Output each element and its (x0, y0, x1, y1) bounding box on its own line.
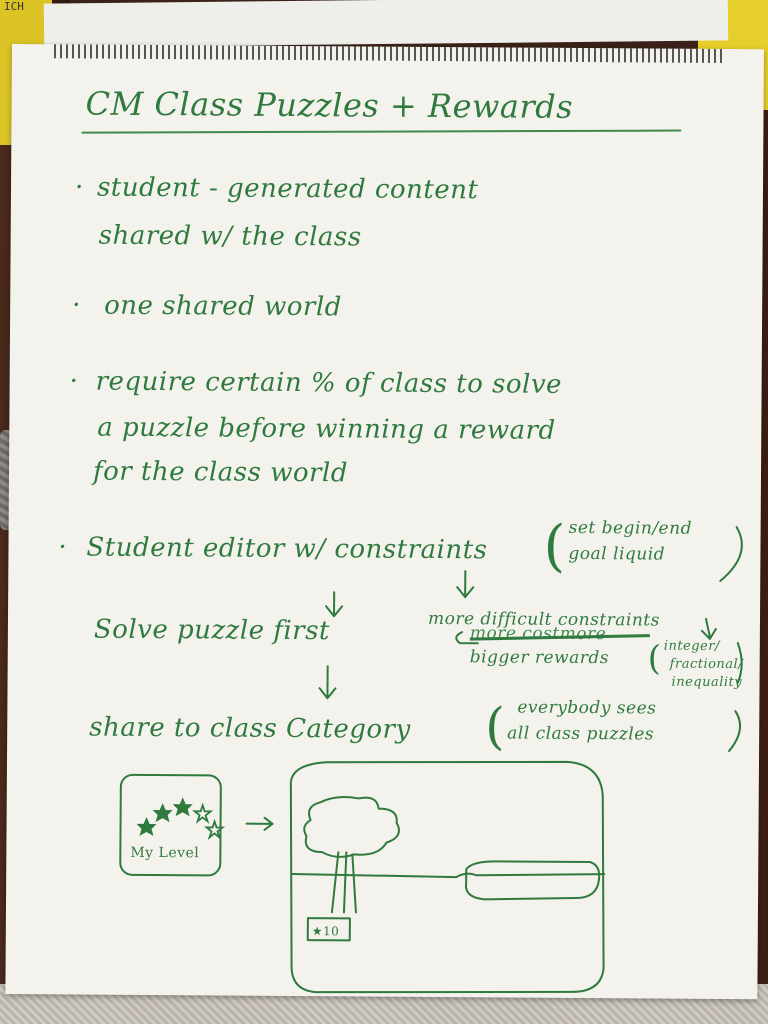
corner-tag: ICH (4, 0, 24, 13)
star-icon (136, 816, 157, 837)
star-outline-icon (192, 802, 214, 825)
arrow-down-solve (318, 665, 337, 700)
ground-line (291, 872, 606, 879)
star-icon (152, 803, 173, 823)
level-stars (136, 797, 193, 837)
level-stars-outline (192, 802, 226, 841)
reward-badge (306, 917, 351, 942)
arrow-down-constraints (456, 570, 475, 599)
tree-trunk (330, 851, 357, 914)
paren-close-share (728, 710, 742, 753)
arrow-right (245, 816, 274, 831)
hand-drawn-sketches (119, 526, 743, 994)
arrow-down-integer (700, 617, 717, 640)
arrow-hook (455, 631, 479, 645)
star-icon (172, 797, 193, 817)
under-sheet (43, 0, 729, 48)
arrow-down-editor (325, 591, 344, 618)
paren-close-integer (736, 642, 743, 685)
paren-close-note (719, 526, 743, 582)
flipchart-paper: CM Class Puzzles + Rewards · student - g… (5, 44, 764, 1000)
level-card (119, 773, 222, 877)
world-frame (289, 760, 605, 994)
star-outline-icon (203, 818, 226, 841)
tree-canopy (303, 796, 400, 858)
water-pool (464, 860, 601, 901)
